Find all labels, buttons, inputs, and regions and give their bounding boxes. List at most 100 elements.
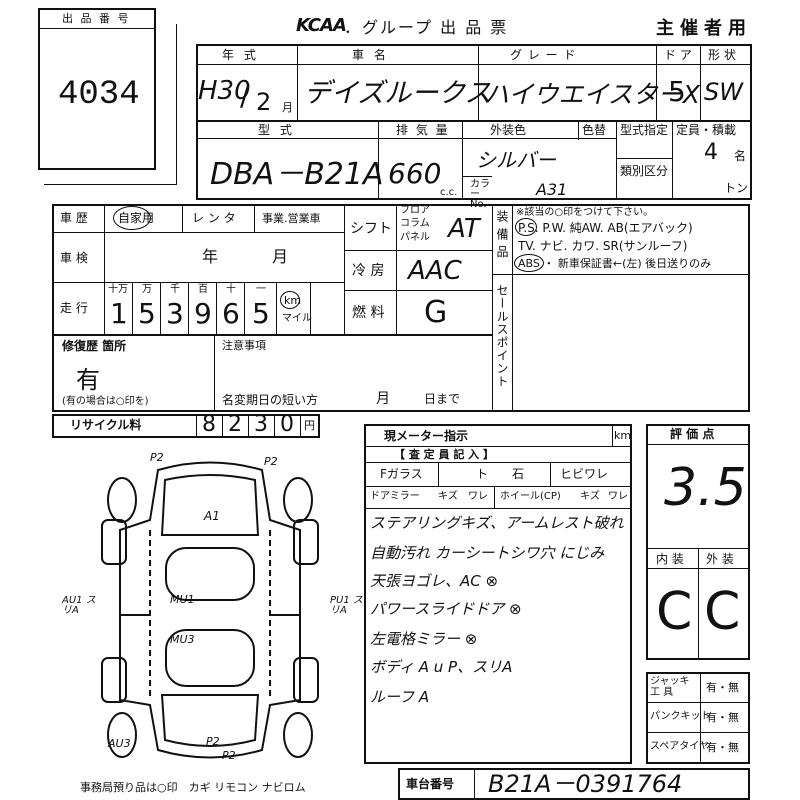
year-era: H30 (198, 76, 251, 106)
inspector-note: 自動汚れ カーシートシワ穴 にじみ (370, 544, 605, 562)
wheel-crack: ワレ (608, 491, 628, 502)
fglass-label: Fガラス (380, 467, 423, 481)
chassis-number: B21A－0391764 (488, 770, 683, 798)
inspector-note: 左電格ミラー ⊗ (370, 630, 478, 648)
inspector-note: パワースライドドア ⊗ (370, 600, 522, 618)
shift-label: シフト (350, 221, 392, 237)
recycle-digit: 8 (202, 412, 216, 437)
office-note: 事務局預り品は○印 カギ リモコン ナビロム (80, 781, 306, 794)
mileage-digit: 5 (252, 297, 270, 330)
name-change-label: 名変期日の短い方 (222, 393, 319, 407)
history-grid (52, 204, 750, 412)
meter-label: 現メーター指示 (384, 429, 469, 443)
mileage-unit-mile: マイル (282, 313, 312, 324)
abs-circle (514, 254, 544, 272)
fglass-ishi: 石 (512, 467, 525, 481)
recycle-row (52, 414, 320, 438)
doors-value: 5 (668, 75, 686, 108)
tool-list-box (646, 672, 750, 764)
color-no-value: A31 (536, 180, 568, 199)
ps-circle (515, 218, 537, 236)
vehicle-info-grid (196, 44, 752, 200)
digit-label-100: 百 (198, 284, 208, 295)
repair-label: 修復歴 箇所 (62, 339, 127, 353)
model-label: 車 名 (352, 48, 389, 62)
lot-box-shadow (158, 24, 177, 185)
damage-mark: A1 (204, 509, 220, 523)
shift-opt-floor: フロア (400, 205, 430, 216)
ac-value: AAC (408, 256, 462, 286)
wheel-scratch: キズ (580, 491, 600, 502)
digit-label-10: 十 (226, 284, 236, 295)
puncture-kit-value: 有・無 (706, 711, 739, 724)
mileage-label: 走 行 (60, 301, 88, 315)
jack-label: ジャッキ 工 具 (650, 676, 690, 698)
spare-tire-value: 有・無 (706, 741, 739, 754)
inspector-note: ルーフ A (370, 688, 430, 706)
door-mirror-scratch: キズ (438, 491, 458, 502)
equipment-line3: ABS ・ 新車保証書←(左) 後日送りのみ (518, 257, 712, 270)
exterior-label: 外 装 (706, 552, 734, 566)
shift-opt-column: コラム (400, 218, 430, 229)
rating-score: 3.5 (664, 458, 747, 518)
history-label: 車 歴 (60, 211, 88, 225)
mileage-digit: 9 (194, 297, 212, 330)
capacity-value: 4 (704, 140, 718, 165)
displacement-label: 排 気 量 (396, 123, 450, 137)
org-logo: KCAA (296, 15, 347, 36)
recycle-unit: 円 (304, 419, 315, 432)
lot-number: 4034 (58, 76, 140, 114)
interior-label: 内 装 (656, 552, 684, 566)
type-value: DBA－B21A (210, 157, 384, 192)
shape-label: 形 状 (708, 48, 736, 62)
color-change-label: 色替 (582, 123, 607, 137)
inspection-label: 車 検 (60, 251, 88, 265)
rating-label: 評 価 点 (670, 427, 715, 441)
mileage-digit: 1 (110, 297, 128, 330)
damage-mark: MU1 (170, 593, 195, 606)
puncture-kit-label: パンクキット (650, 711, 711, 722)
door-mirror-crack: ワレ (468, 491, 488, 502)
inspector-note: ボディ A u P、スリA (370, 658, 513, 676)
fuel-label: 燃 料 (352, 305, 385, 321)
interior-rating: C (656, 582, 693, 642)
inspector-box (364, 424, 632, 764)
history-own-circle (113, 206, 151, 230)
type-designation-label: 型式指定 (620, 123, 669, 137)
cc-unit: c.c. (440, 187, 458, 198)
repair-value: 有 (76, 366, 100, 394)
name-change-month: 月 (376, 391, 390, 407)
damage-mark: P2 (206, 735, 220, 748)
km-circle (280, 291, 300, 309)
equipment-note: ※該当の○印をつけて下さい。 (516, 207, 654, 218)
name-change-day: 日まで (424, 392, 461, 406)
year-month: 2 (256, 88, 272, 116)
lot-number-label: 出 品 番 号 (62, 12, 131, 25)
year-label: 年 式 (222, 48, 259, 62)
history-business: 事業.営業車 (262, 212, 321, 225)
organizer-label: 主催者用 (656, 18, 752, 39)
lot-box-shadow-bottom (44, 184, 176, 185)
jack-value: 有・無 (706, 681, 739, 694)
year-separator: / (240, 79, 250, 112)
repair-note: (有の場合は○印を) (62, 396, 149, 407)
fglass-tobi: ト (476, 467, 489, 481)
damage-mark: AU1 スリA (62, 595, 96, 616)
equipment-label: 装 備 品 (495, 210, 509, 259)
ac-label: 冷 房 (352, 263, 385, 279)
recycle-digit: 2 (228, 412, 242, 437)
exterior-color-value: シルバー (476, 148, 556, 172)
shape-value: SW (704, 78, 743, 106)
lot-number-box (38, 8, 156, 170)
equipment-line1: P.S. P.W. 純AW. AB(エアバック) (518, 221, 693, 235)
damage-mark: P2 (264, 455, 278, 468)
door-mirror-label: ドアミラー (370, 491, 420, 502)
digit-label-100k: 十万 (108, 284, 128, 295)
capacity-unit: 名 (734, 149, 747, 163)
capacity-label: 定員・積載 (676, 123, 737, 137)
damage-mark: P2 (222, 749, 236, 762)
model-name: デイズルークス (304, 78, 492, 109)
equipment-line2: TV. ナビ. カワ. SR(サンルーフ) (518, 239, 688, 253)
shift-value: AT (448, 214, 480, 244)
exterior-color-label: 外装色 (490, 123, 527, 137)
